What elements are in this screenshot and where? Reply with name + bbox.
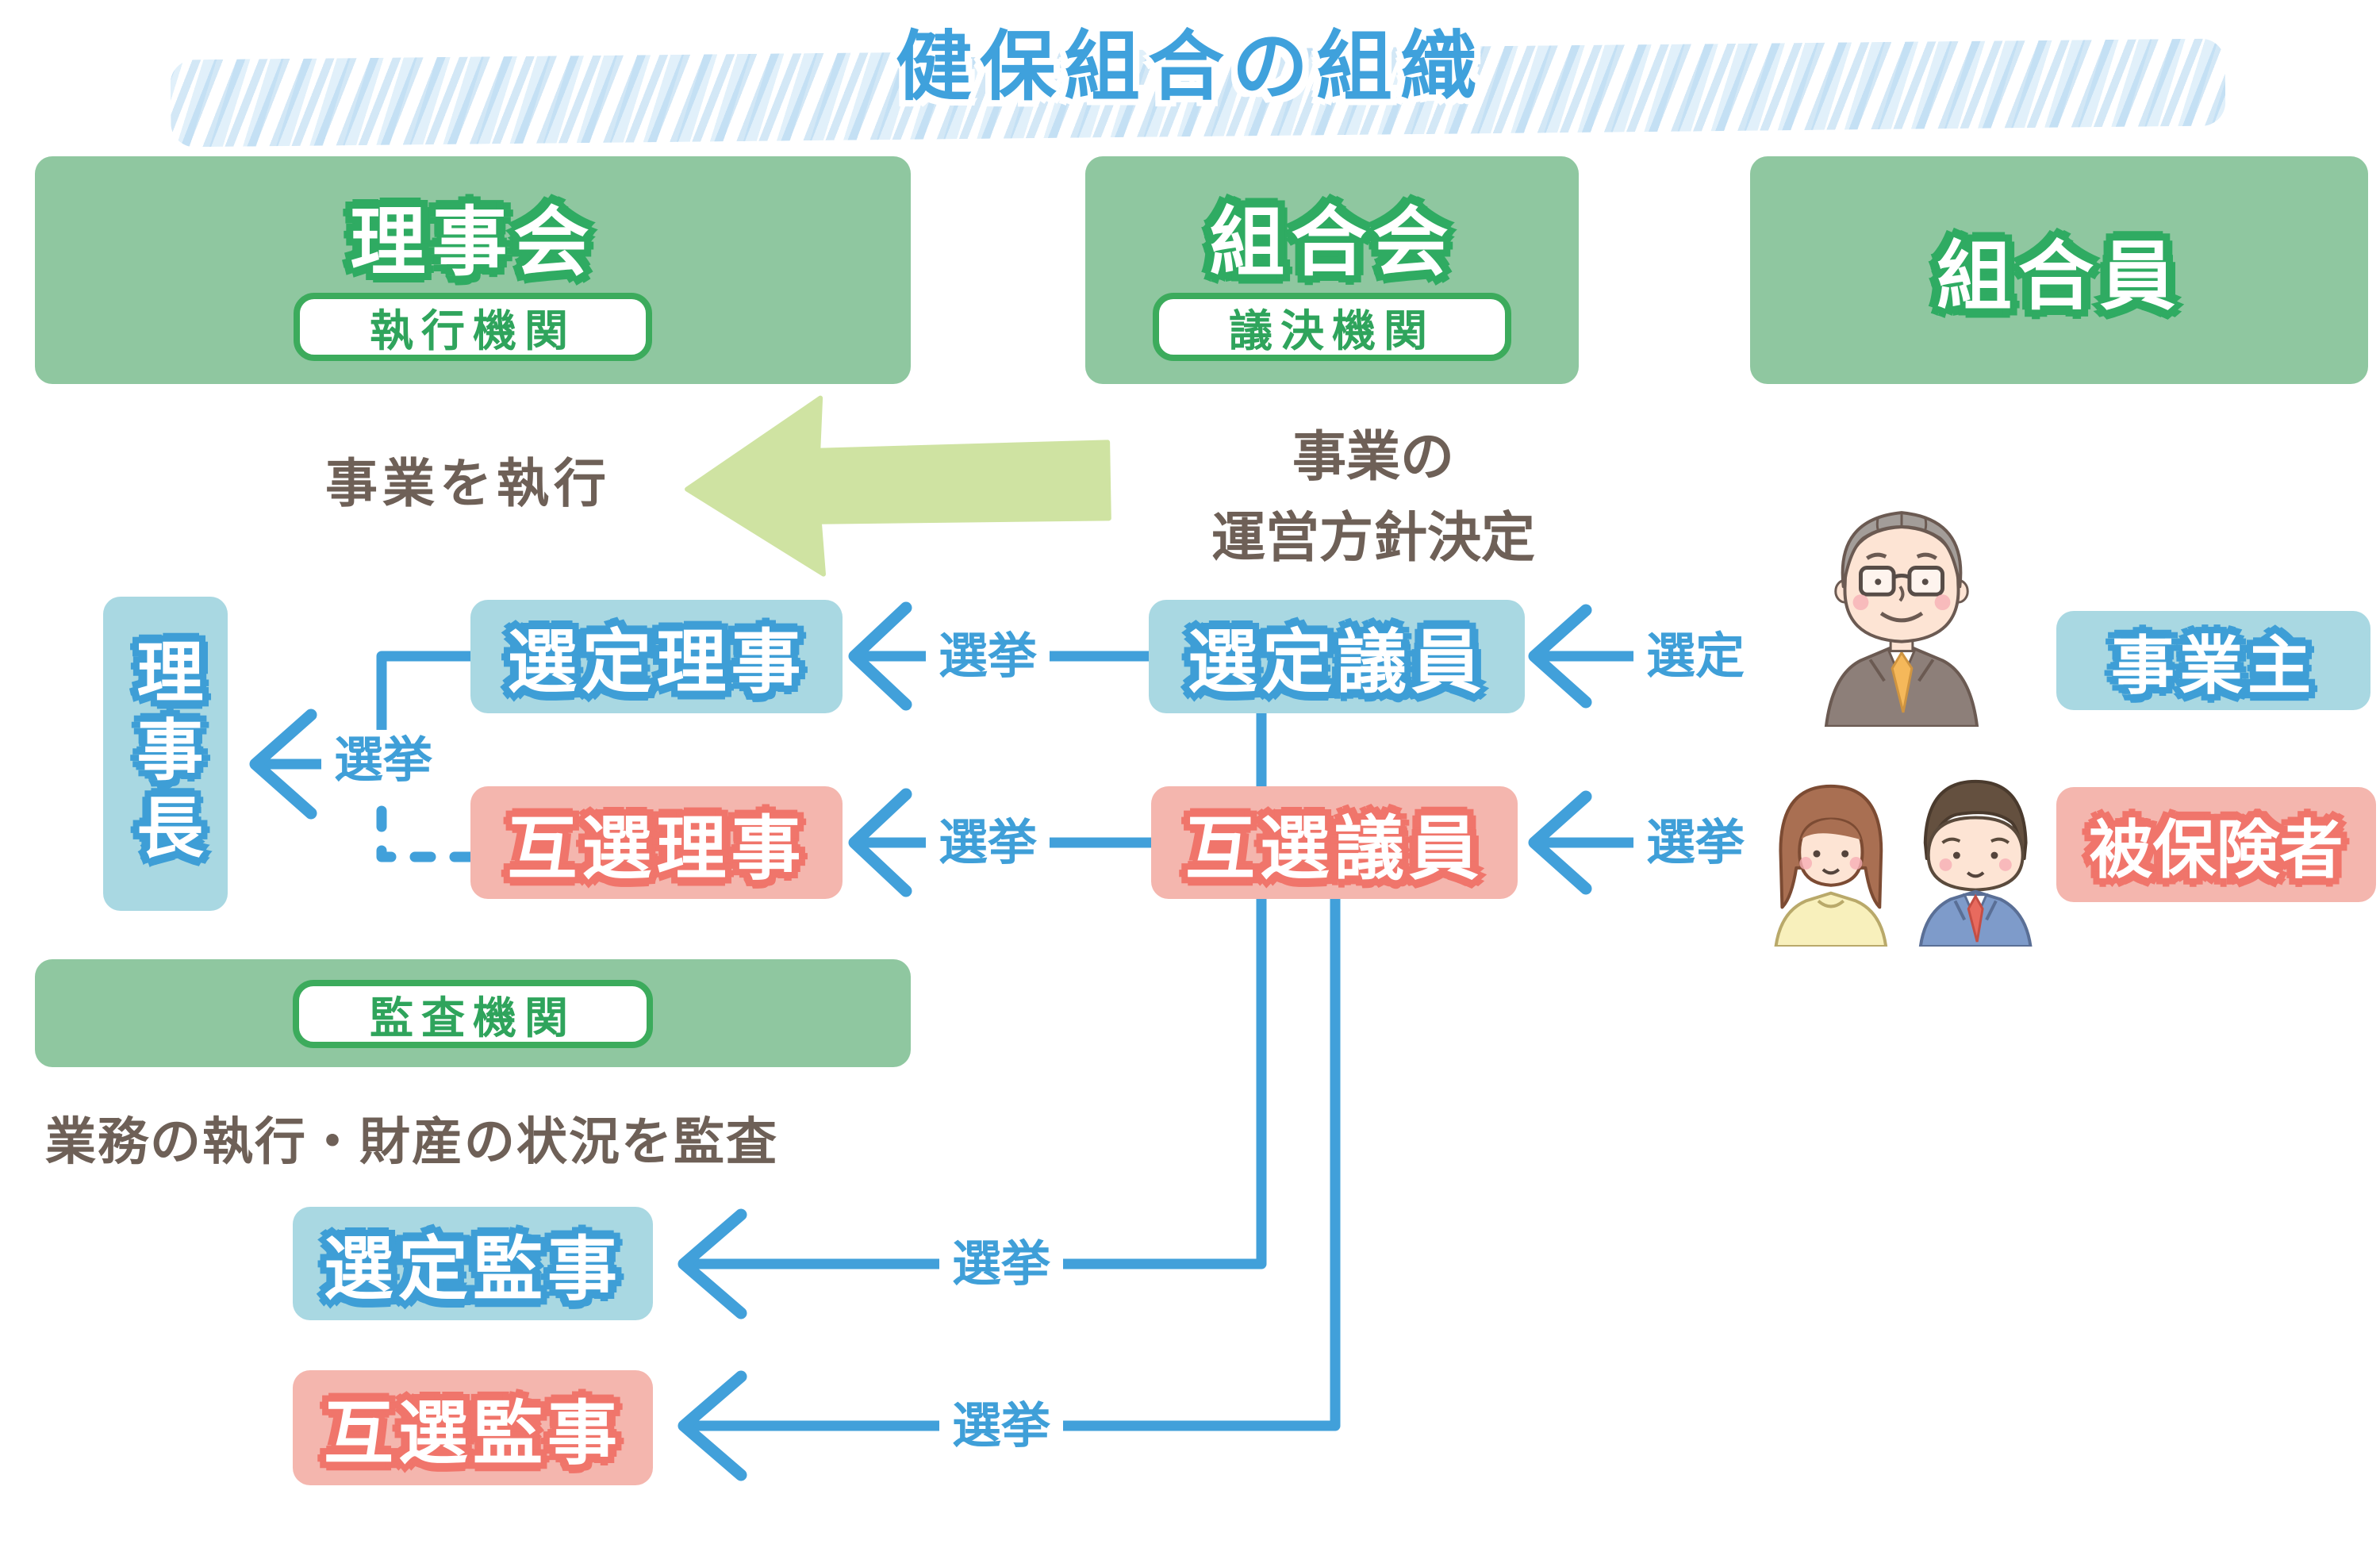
employer-body <box>1824 646 1979 727</box>
board-rijikai-title: 理事会 <box>350 199 596 286</box>
policy-to-execution-arrow <box>685 395 1111 577</box>
node-sentei-kanji: 選定監事 <box>293 1207 653 1320</box>
board-kansa-box: 監査機関 <box>35 959 911 1067</box>
board-kumiaikai-tag: 議決機関 <box>1153 293 1511 361</box>
edge-label-senkyo-2: 選挙 <box>925 812 1050 874</box>
edge-gosen-giin-to-gosen-kanji <box>678 893 1341 1481</box>
board-kansa-tag: 監査機関 <box>293 980 653 1048</box>
page-title: 健保組合の組織 <box>896 22 1484 111</box>
edge-label-senkyo-4: 選挙 <box>1633 812 1758 874</box>
node-rijicho-label: 理事長 <box>126 637 204 870</box>
edge-label-senkyo-6: 選挙 <box>939 1395 1064 1457</box>
node-hihokensha: 被保険者 <box>2056 787 2376 902</box>
board-kumiaikai-title: 組合会 <box>1209 199 1455 286</box>
edge-label-sentei: 選定 <box>1633 625 1758 687</box>
node-gosen-kanji: 互選監事 <box>293 1370 653 1485</box>
insured-couple-illustration <box>1774 779 2033 947</box>
edge-hihokensha-to-gosen-giin <box>1528 790 1645 895</box>
board-kumiaikai-box: 組合会 議決機関 <box>1085 156 1579 384</box>
policy-note-line2: 運営方針決定 <box>1211 507 1535 570</box>
node-sentei-riji: 選定理事 <box>470 600 843 713</box>
insured-man <box>1918 779 2033 947</box>
board-rijikai-tag: 執行機関 <box>294 293 652 361</box>
node-rijicho: 理事長 <box>103 597 228 911</box>
employer-head <box>1834 511 1969 653</box>
board-kumiaiin-box: 組合員 <box>1750 156 2368 384</box>
policy-note-line1: 事業の <box>1292 426 1454 489</box>
audit-note: 業務の執行・財産の状況を監査 <box>45 1113 778 1172</box>
edge-label-senkyo-5: 選挙 <box>939 1233 1064 1295</box>
edge-jigyonushi-to-sentei-giin <box>1528 604 1645 709</box>
node-jigyonushi: 事業主 <box>2056 611 2370 710</box>
edge-riji-to-rijicho <box>249 651 476 862</box>
node-sentei-giin: 選定議員 <box>1149 600 1525 713</box>
insured-woman <box>1774 784 1888 947</box>
board-kumiaiin-title: 組合員 <box>1936 233 2182 321</box>
execute-note: 事業を執行 <box>325 453 611 514</box>
edge-label-senkyo-1: 選挙 <box>925 625 1050 687</box>
edge-label-senkyo-3: 選挙 <box>321 729 446 791</box>
board-rijikai-box: 理事会 執行機関 <box>35 156 911 384</box>
employer-illustration <box>1824 511 1979 727</box>
node-gosen-giin: 互選議員 <box>1151 786 1518 899</box>
node-gosen-riji: 互選理事 <box>470 786 843 899</box>
